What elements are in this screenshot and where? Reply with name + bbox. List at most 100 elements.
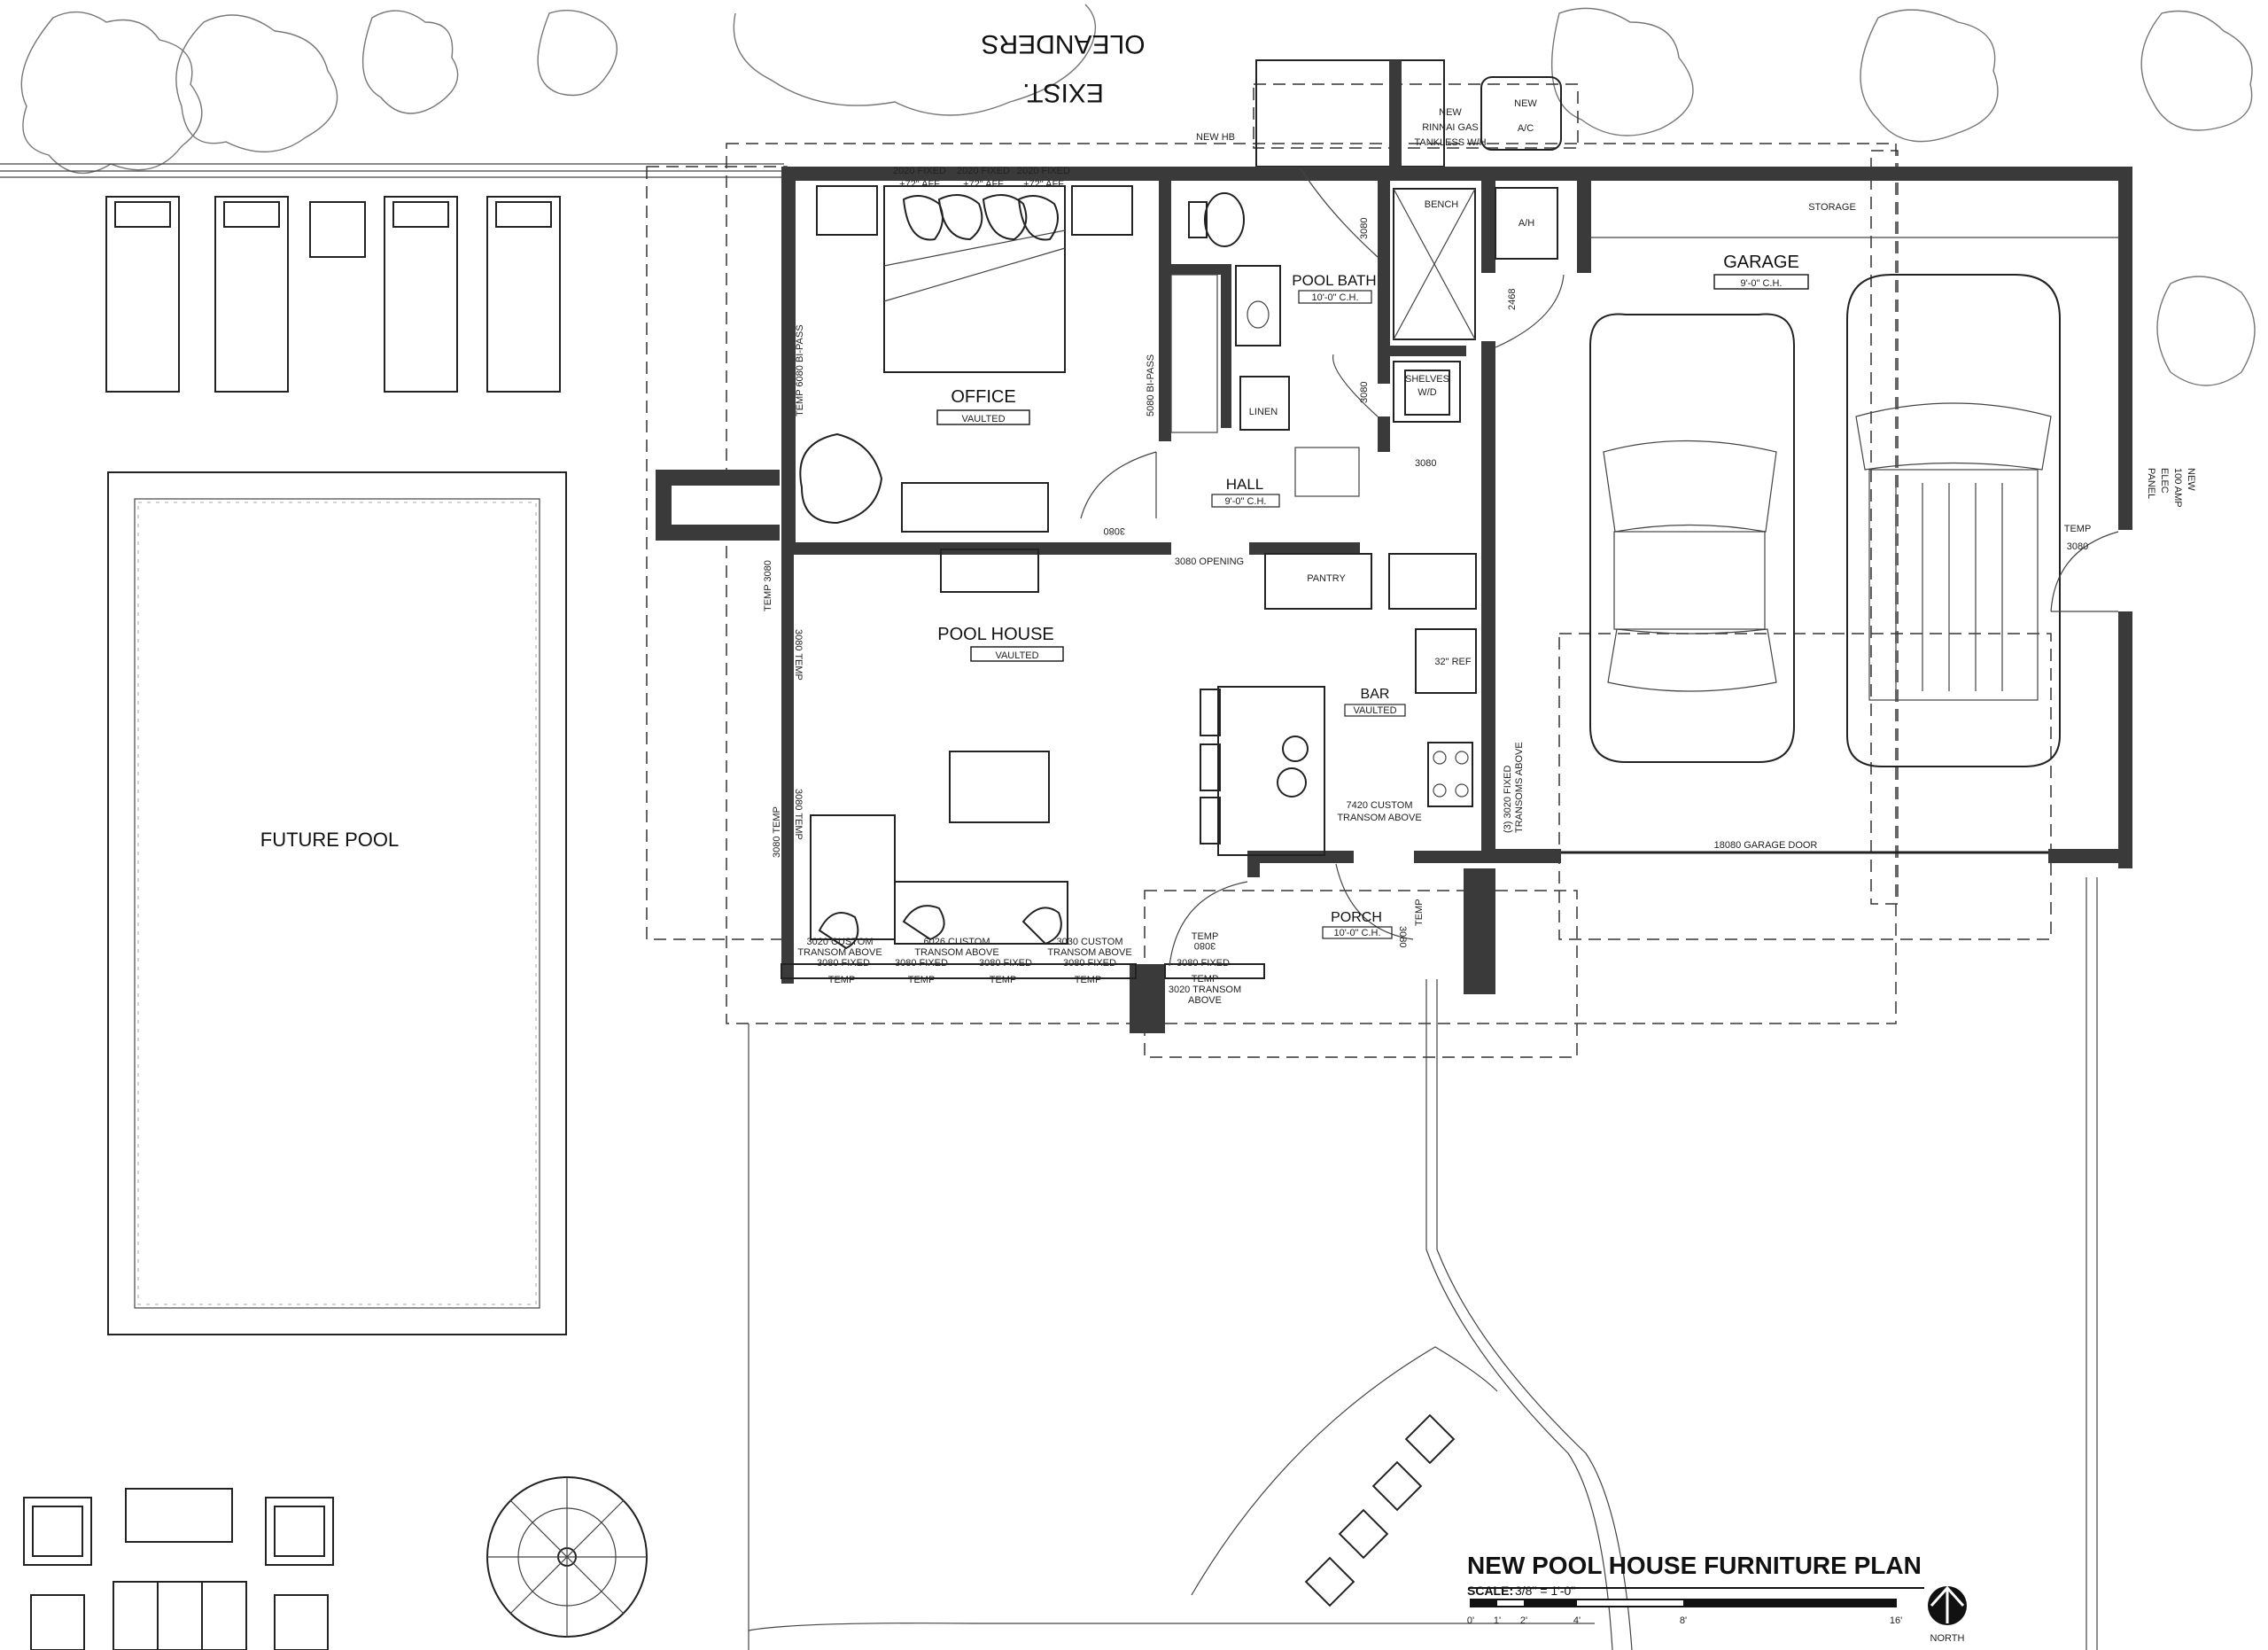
- elec-panel-line3: ELEC: [2159, 468, 2170, 494]
- car-right: [1846, 274, 2061, 767]
- shelves-label: SHELVES: [1405, 374, 1449, 385]
- porch-door-temp: TEMP: [1414, 899, 1425, 926]
- temp-label-4: TEMP: [1075, 975, 1102, 985]
- garage-door-2468: 2468: [1507, 289, 1518, 310]
- temp-bipass-label: TEMP 6080 BI-PASS: [795, 324, 805, 416]
- room-porch-ceiling: 10'-0" C.H.: [1333, 928, 1380, 938]
- closet-door-label: 3080: [1415, 458, 1436, 469]
- office-window-height-1: +72" AFF: [899, 179, 940, 190]
- bath-door-label: 3080: [1359, 218, 1370, 239]
- garage-door-label: 18080 GARAGE DOOR: [1714, 840, 1818, 851]
- fixed-transoms-line1: (3) 3020 FIXED: [1503, 766, 1513, 833]
- bipass-label: 5080 BI-PASS: [1146, 354, 1156, 416]
- office-window-2: 2020 FIXED: [957, 166, 1010, 176]
- opening-label: 3080 OPENING: [1175, 556, 1244, 567]
- ac-line2: A/C: [1518, 123, 1534, 134]
- closet-rods: [1170, 274, 1218, 433]
- tree-canopy-east: [1551, 7, 2256, 386]
- elec-panel-line1: NEW: [2186, 468, 2196, 491]
- scale-value: 3/8" = 1'-0": [1515, 1584, 1575, 1598]
- scale-tick-16: 16': [1890, 1615, 1902, 1626]
- room-pool-house-ceiling: VAULTED: [995, 650, 1038, 661]
- laundry-door-label: 3080: [1359, 382, 1370, 403]
- lounge-chairs: [105, 196, 561, 393]
- garage-side-door-size: 3080: [2067, 541, 2088, 552]
- room-porch-name: PORCH: [1331, 910, 1382, 925]
- west-door-3: 3080 TEMP: [793, 789, 804, 840]
- office-window-3: 2020 FIXED: [1017, 166, 1070, 176]
- custom-transom-line2: TRANSOM ABOVE: [1337, 813, 1421, 823]
- south-window-2-line2: TRANSOM ABOVE: [914, 947, 998, 958]
- room-hall-name: HALL: [1226, 476, 1264, 493]
- porch-transom-line3: ABOVE: [1188, 995, 1222, 1006]
- room-hall-ceiling: 9'-0" C.H.: [1225, 496, 1267, 507]
- office-window-height-2: +72" AFF: [963, 179, 1004, 190]
- porch-west-door-size: 3080: [1194, 940, 1216, 951]
- porch-fixed-label: 3080 FIXED: [1177, 958, 1230, 969]
- room-garage-ceiling: 9'-0" C.H.: [1741, 278, 1783, 289]
- bath-fixtures: [1188, 188, 1476, 497]
- porch-door-size: 3080: [1397, 926, 1408, 947]
- future-pool: [107, 471, 567, 1335]
- custom-transom-line1: 7420 CUSTOM: [1347, 800, 1413, 811]
- pool-house-furniture: [810, 553, 1477, 950]
- south-window-1-line3: 3080 FIXED: [817, 958, 870, 969]
- west-door-4: 3080 TEMP: [772, 806, 782, 858]
- scale-tick-0: 0': [1467, 1615, 1474, 1626]
- wd-label: W/D: [1418, 387, 1436, 398]
- south-window-3-line3: 3080 FIXED: [979, 958, 1032, 969]
- room-pool-bath-name: POOL BATH: [1292, 272, 1376, 289]
- exist-label: EXIST.: [1022, 78, 1104, 107]
- room-office-ceiling: VAULTED: [961, 414, 1005, 424]
- ac-line1: NEW: [1514, 98, 1537, 109]
- office-door-label: 3080: [1104, 525, 1125, 536]
- scale-tick-2: 2': [1520, 1615, 1527, 1626]
- south-window-3-line1: 3030 CUSTOM: [1057, 937, 1123, 947]
- ah-label: A/H: [1518, 218, 1534, 229]
- future-pool-label: FUTURE POOL: [260, 829, 399, 851]
- office-window-1: 2020 FIXED: [893, 166, 946, 176]
- south-window-1-line2: TRANSOM ABOVE: [797, 947, 882, 958]
- garage-side-door-temp: TEMP: [2064, 524, 2092, 534]
- north-arrow-icon: [1928, 1585, 1967, 1625]
- water-heater-line3: TANKLESS W/H: [1414, 137, 1486, 148]
- car-left: [1589, 313, 1795, 763]
- elec-panel-line4: PANEL: [2146, 468, 2156, 499]
- scale-tick-8: 8': [1680, 1615, 1687, 1626]
- south-window-2-line1: 6026 CUSTOM: [924, 937, 990, 947]
- water-heater-line2: RINNAI GAS: [1422, 122, 1479, 133]
- porch-west-door-temp: TEMP: [1192, 931, 1219, 942]
- south-window-1-line1: 3020 CUSTOM: [807, 937, 874, 947]
- room-garage-name: GARAGE: [1723, 253, 1799, 272]
- water-heater-line1: NEW: [1439, 107, 1462, 118]
- south-window-wall: [781, 963, 1265, 979]
- site-lines: [0, 83, 2052, 1058]
- room-bar-name: BAR: [1361, 687, 1390, 702]
- temp-label-2: TEMP: [908, 975, 936, 985]
- scale-tick-4: 4': [1573, 1615, 1581, 1626]
- tree-canopy-oleanders: [733, 4, 1097, 116]
- temp-label-3: TEMP: [990, 975, 1017, 985]
- porch-transom-line2: 3020 TRANSOM: [1169, 985, 1241, 995]
- oleanders-label: OLEANDERS: [981, 29, 1145, 58]
- storage-label: STORAGE: [1808, 202, 1856, 213]
- north-label: NORTH: [1930, 1633, 1965, 1644]
- south-window-3-line2: TRANSOM ABOVE: [1047, 947, 1131, 958]
- room-pool-house-name: POOL HOUSE: [937, 625, 1054, 644]
- scale-bar: [1470, 1599, 1897, 1607]
- mechanical-yard: [1255, 59, 1562, 175]
- west-door-1: TEMP 3080: [763, 560, 773, 611]
- driveway: [748, 877, 2098, 1650]
- ref-label: 32" REF: [1434, 657, 1471, 667]
- scale-tick-1: 1': [1494, 1615, 1501, 1626]
- scale-label: SCALE:: [1467, 1584, 1513, 1598]
- umbrella-table: [486, 1476, 648, 1638]
- fixed-transoms-line2: TRANSOMS ABOVE: [1514, 742, 1525, 833]
- patio-furniture: [23, 1488, 334, 1650]
- office-window-height-3: +72" AFF: [1023, 179, 1064, 190]
- door-swings: [1080, 167, 2119, 967]
- linen-label: LINEN: [1249, 407, 1278, 417]
- room-office-name: OFFICE: [951, 387, 1015, 407]
- garage-builtins: [1495, 187, 2118, 260]
